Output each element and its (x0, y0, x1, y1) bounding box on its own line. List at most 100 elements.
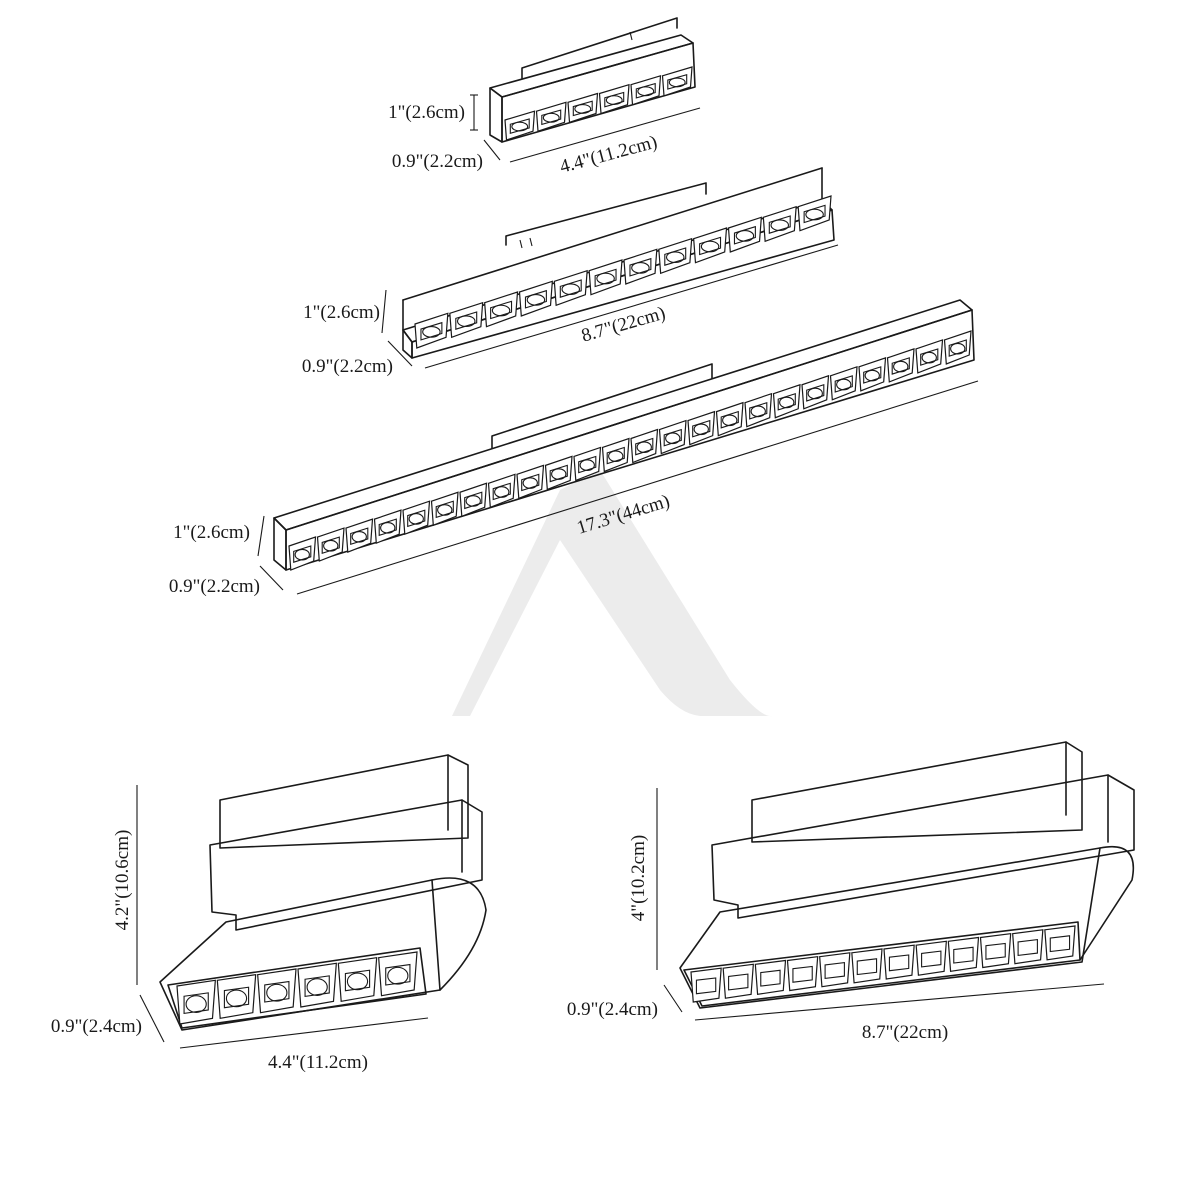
led-lens (807, 387, 823, 400)
led-cell (819, 952, 851, 988)
led-reflector (378, 518, 397, 537)
led-cell (337, 956, 378, 1003)
small-length-label: 4.4"(11.2cm) (558, 132, 660, 178)
led-cell (588, 259, 623, 296)
led-reflector (667, 74, 688, 90)
led-cell (886, 348, 915, 383)
led-cell (979, 932, 1012, 969)
led-reflector (293, 545, 312, 563)
led-reflector (664, 247, 687, 266)
led-reflector (985, 942, 1006, 960)
led-cell (915, 339, 944, 374)
led-lens (668, 77, 686, 88)
led-cell (345, 518, 374, 553)
folding-small-led-cells (176, 951, 418, 1025)
led-reflector (920, 348, 939, 366)
led-lens (494, 486, 510, 498)
medium-length-dim (424, 244, 839, 369)
led-lens (836, 378, 852, 391)
led-cell (176, 979, 216, 1025)
led-lens (323, 539, 339, 552)
led-reflector (824, 961, 845, 980)
led-cell (1012, 929, 1044, 965)
led-cell (288, 536, 317, 571)
led-reflector (350, 527, 369, 546)
led-reflector (1017, 938, 1038, 957)
led-reflector (1049, 935, 1071, 953)
led-lens (750, 405, 766, 418)
led-lens (437, 504, 453, 516)
led-lens (693, 423, 709, 436)
led-reflector (953, 946, 974, 964)
led-cell (727, 216, 762, 253)
folding-medium-depth-label: 0.9"(2.4cm) (567, 999, 658, 1020)
led-lens (893, 360, 909, 373)
led-lens (665, 251, 685, 264)
folding-medium-length-label: 8.7"(22cm) (862, 1022, 948, 1043)
led-reflector (264, 980, 290, 1003)
led-lens (380, 522, 396, 534)
led-lens (637, 86, 655, 97)
led-lens (779, 396, 795, 409)
led-lens (185, 995, 207, 1013)
led-reflector (629, 257, 652, 277)
led-lens (456, 315, 476, 328)
led-cell (943, 330, 972, 365)
small-height-label: 1"(2.6cm) (388, 102, 465, 123)
led-reflector (891, 357, 910, 375)
led-lens (306, 978, 328, 996)
led-reflector (521, 473, 540, 492)
small-depth-dim (483, 139, 501, 161)
led-reflector (692, 419, 711, 438)
led-cell (883, 944, 915, 980)
led-lens (526, 294, 546, 306)
led-reflector (183, 992, 209, 1014)
folding-small-depth-dim (139, 994, 165, 1043)
led-lens (491, 304, 511, 317)
led-cell (858, 357, 887, 392)
led-reflector (921, 950, 942, 968)
led-reflector (733, 225, 756, 245)
led-lens (596, 272, 615, 285)
led-lens (408, 513, 424, 525)
led-reflector (699, 236, 722, 256)
led-lens (542, 112, 560, 123)
led-cell (459, 482, 488, 518)
folding-small-light (159, 754, 487, 1031)
led-reflector (321, 536, 340, 554)
led-lens (770, 219, 790, 232)
led-cell (754, 959, 787, 996)
led-cell (535, 101, 567, 132)
large-bar (273, 299, 975, 571)
watermark-logo (452, 470, 772, 717)
folding-medium-height-label: 4"(10.2cm) (628, 835, 649, 921)
led-cell (504, 110, 536, 141)
led-lens (294, 548, 310, 561)
led-reflector (541, 109, 562, 126)
led-reflector (806, 384, 825, 402)
led-cell (518, 280, 553, 317)
led-cell (797, 195, 832, 232)
large-depth-dim (259, 565, 284, 591)
led-reflector (635, 437, 654, 456)
led-reflector (223, 986, 250, 1009)
medium-bar-led-cells (414, 195, 832, 349)
led-reflector (863, 366, 882, 384)
led-reflector (524, 289, 547, 309)
led-lens (561, 283, 581, 296)
led-cell (661, 66, 693, 97)
led-cell (762, 205, 797, 243)
led-reflector (856, 958, 878, 976)
led-reflector (635, 82, 656, 99)
led-cell (722, 963, 754, 999)
led-cell (378, 951, 418, 997)
small-depth-label: 0.9"(2.2cm) (392, 151, 483, 172)
led-lens (722, 414, 738, 427)
led-lens (735, 230, 755, 242)
large-depth-label: 0.9"(2.2cm) (169, 576, 260, 597)
led-reflector (749, 401, 768, 420)
small-length-dim (509, 107, 701, 163)
led-lens (665, 432, 681, 445)
folding-small-depth-label: 0.9"(2.4cm) (51, 1016, 142, 1037)
